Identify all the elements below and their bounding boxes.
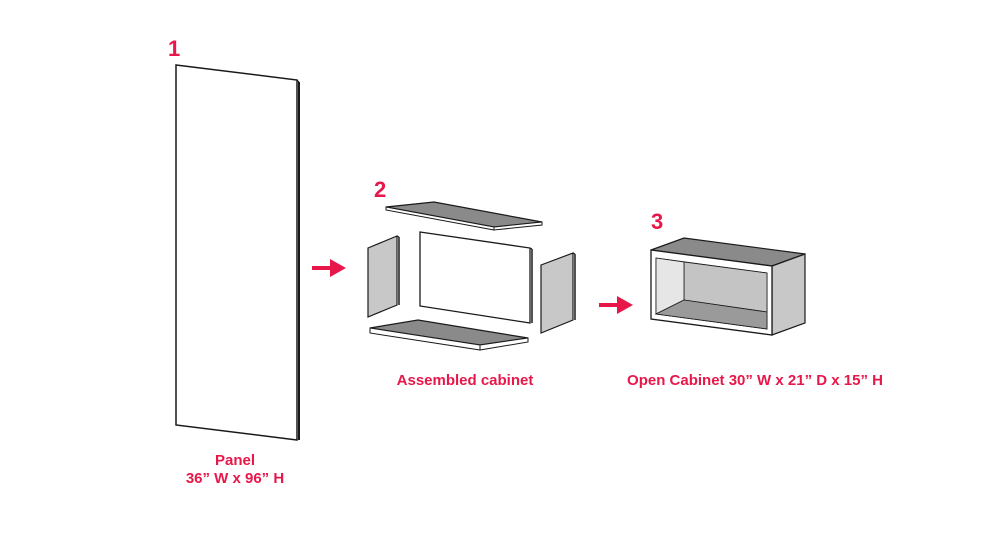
panel-caption-dimensions: 36” W x 96” H <box>185 470 285 487</box>
step-number-2: 2 <box>374 177 387 202</box>
step-number-1: 1 <box>168 36 181 61</box>
open-cabinet-illustration <box>650 237 806 336</box>
open-cabinet-caption-title: Open Cabinet 30” W x 21” D x 15” H <box>627 372 883 389</box>
open-cabinet-caption: Open Cabinet 30” W x 21” D x 15” H <box>605 372 905 390</box>
panel-illustration <box>175 64 300 441</box>
top-shelf <box>385 201 543 231</box>
assembled-cabinet-caption: Assembled cabinet <box>370 372 560 390</box>
left-side-panel <box>367 235 400 318</box>
arrow-icon-1 <box>312 259 346 277</box>
bottom-shelf <box>369 319 529 351</box>
step-number-3: 3 <box>651 209 664 234</box>
panel-caption-title: Panel <box>214 452 256 469</box>
panel-caption: Panel 36” W x 96” H <box>150 452 320 488</box>
exploded-cabinet-illustration <box>367 201 576 351</box>
arrow-icon-2 <box>599 296 633 314</box>
assembled-cabinet-caption-title: Assembled cabinet <box>396 372 534 389</box>
right-side-panel <box>540 252 576 334</box>
back-panel <box>419 231 533 324</box>
